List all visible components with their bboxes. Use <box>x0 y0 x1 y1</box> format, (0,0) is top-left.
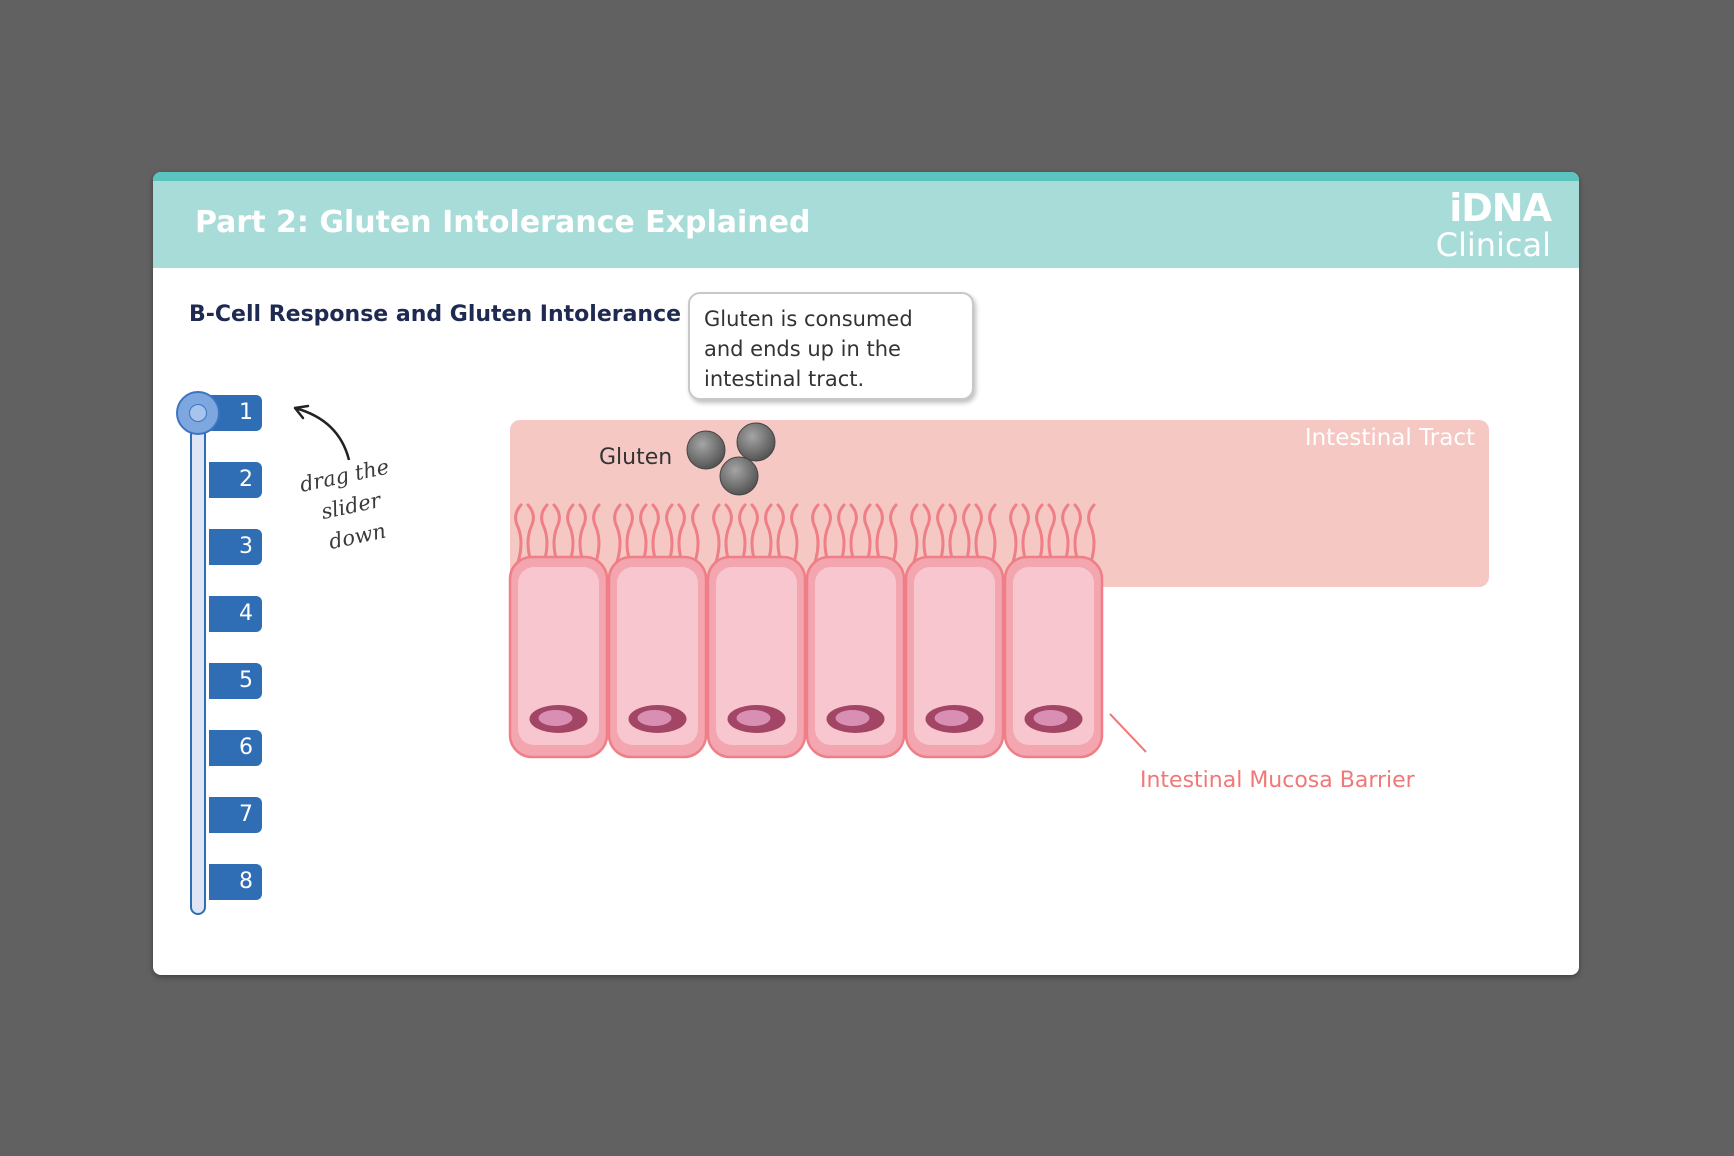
microvillus <box>724 503 733 564</box>
microvillus <box>540 503 549 564</box>
microvillus <box>526 503 535 564</box>
microvillus <box>849 503 858 564</box>
microvillus <box>889 503 898 564</box>
microvillus <box>665 503 674 564</box>
microvillus <box>974 503 983 564</box>
cell-cytoplasm <box>716 567 797 745</box>
microvillus <box>811 503 820 564</box>
microvillus <box>988 503 997 564</box>
gluten-particle <box>686 430 726 470</box>
slider-track[interactable] <box>190 395 206 915</box>
cell-cytoplasm <box>518 567 599 745</box>
logo-sub-text: Clinical <box>1435 226 1551 264</box>
microvillus <box>962 503 971 564</box>
section-subtitle: B-Cell Response and Gluten Intolerance <box>189 302 682 327</box>
microvillus <box>613 503 622 564</box>
epithelial-cell <box>1003 503 1104 759</box>
slider-step-6[interactable]: 6 <box>209 730 262 766</box>
page-title: Part 2: Gluten Intolerance Explained <box>195 205 811 240</box>
slider-step-4[interactable]: 4 <box>209 596 262 632</box>
epithelial-cell <box>706 503 807 759</box>
slider-step-2[interactable]: 2 <box>209 462 262 498</box>
microvillus <box>764 503 773 564</box>
gluten-label: Gluten <box>599 445 673 470</box>
microvillus <box>712 503 721 564</box>
slider-step-3[interactable]: 3 <box>209 529 262 565</box>
idna-clinical-logo: iDNA Clinical <box>1435 186 1552 264</box>
logo-main-text: iDNA <box>1449 186 1552 230</box>
microvillus <box>875 503 884 564</box>
gluten-particles <box>686 422 776 496</box>
curved-arrow-icon <box>293 404 351 461</box>
epithelial-cell <box>805 503 906 759</box>
microvillus <box>691 503 700 564</box>
epithelial-cell <box>607 503 708 759</box>
microvillus <box>677 503 686 564</box>
microvillus <box>639 503 648 564</box>
cell-nucleolus <box>637 710 672 726</box>
step-callout: Gluten is consumed and ends up in the in… <box>688 292 974 400</box>
slider-step-8[interactable]: 8 <box>209 864 262 900</box>
microvillus <box>790 503 799 564</box>
cell-nucleolus <box>835 710 870 726</box>
microvillus <box>1073 503 1082 564</box>
microvillus <box>776 503 785 564</box>
microvillus <box>552 503 561 564</box>
microvillus <box>750 503 759 564</box>
microvillus <box>514 503 523 564</box>
mucosa-pointer-line <box>1109 713 1147 753</box>
intestinal-tract-label: Intestinal Tract <box>1304 425 1475 451</box>
microvillus <box>651 503 660 564</box>
epithelial-cells <box>508 503 1104 759</box>
microvillus <box>592 503 601 564</box>
lesson-card: Part 2: Gluten Intolerance Explained iDN… <box>153 172 1579 975</box>
microvillus <box>1035 503 1044 564</box>
cell-nucleolus <box>934 710 969 726</box>
microvillus <box>823 503 832 564</box>
cell-cytoplasm <box>1013 567 1094 745</box>
microvillus <box>1021 503 1030 564</box>
microvillus <box>948 503 957 564</box>
epithelial-cell <box>904 503 1005 759</box>
microvillus <box>1009 503 1018 564</box>
mucosa-barrier-label: Intestinal Mucosa Barrier <box>1140 768 1415 793</box>
cell-cytoplasm <box>617 567 698 745</box>
microvillus <box>566 503 575 564</box>
epithelial-cell <box>508 503 609 759</box>
microvillus <box>1087 503 1096 564</box>
cell-nucleolus <box>736 710 771 726</box>
cell-nucleolus <box>538 710 573 726</box>
microvillus <box>922 503 931 564</box>
microvillus <box>910 503 919 564</box>
header-bar: Part 2: Gluten Intolerance Explained iDN… <box>153 172 1579 268</box>
microvillus <box>1047 503 1056 564</box>
cell-cytoplasm <box>815 567 896 745</box>
microvillus <box>863 503 872 564</box>
gluten-particle <box>719 456 759 496</box>
cell-cytoplasm <box>914 567 995 745</box>
slider-step-7[interactable]: 7 <box>209 797 262 833</box>
slider-step-5[interactable]: 5 <box>209 663 262 699</box>
microvillus <box>578 503 587 564</box>
microvillus <box>1061 503 1070 564</box>
microvillus <box>738 503 747 564</box>
gluten-particle <box>736 422 776 462</box>
cell-nucleolus <box>1033 710 1068 726</box>
slider-handle[interactable] <box>176 391 220 435</box>
microvillus <box>837 503 846 564</box>
microvillus <box>625 503 634 564</box>
microvillus <box>936 503 945 564</box>
